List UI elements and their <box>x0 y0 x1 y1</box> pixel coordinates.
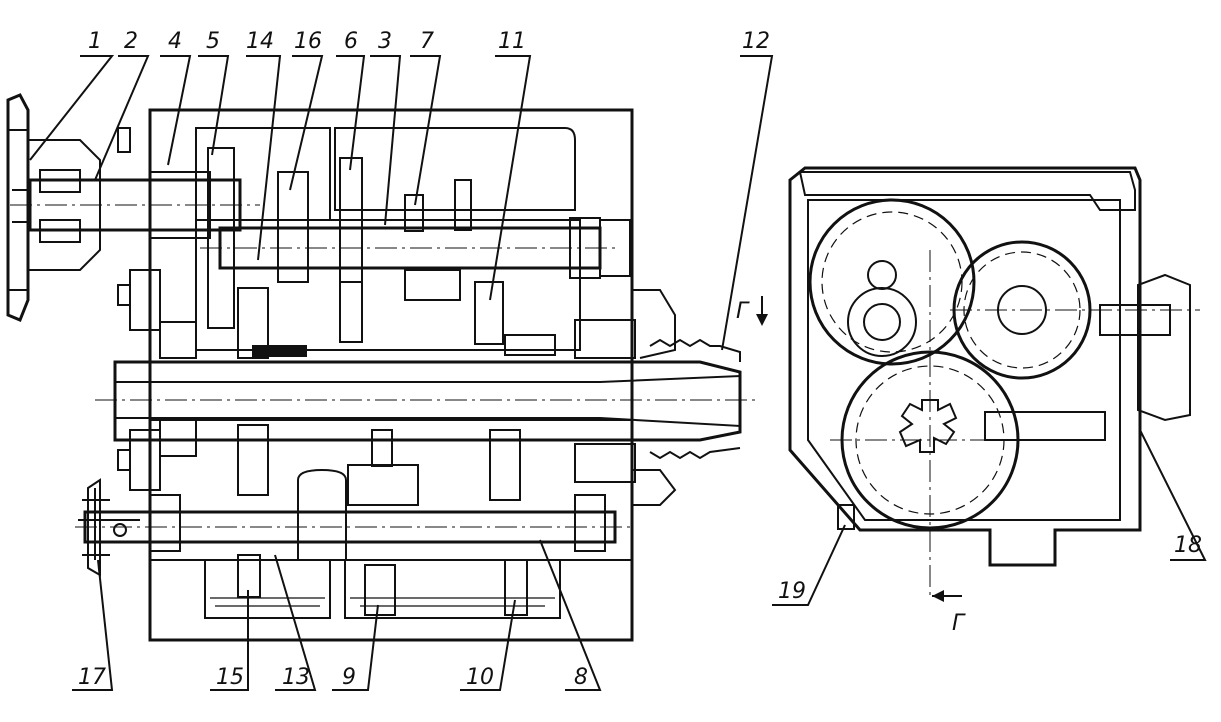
callout-1: 1 <box>88 29 102 54</box>
callout-6: 6 <box>344 29 358 54</box>
leader-lines-bottom <box>72 539 602 691</box>
callout-19: 19 <box>778 579 806 604</box>
callout-2: 2 <box>124 29 138 54</box>
lower-shaft <box>75 478 630 577</box>
rear-bearing <box>129 269 197 491</box>
front-bearing <box>574 289 677 506</box>
callout-9: 9 <box>342 665 356 690</box>
callout-4: 4 <box>168 29 182 54</box>
section-letter-bottom: Г <box>952 611 966 636</box>
section-arrow-top: Г <box>736 296 768 326</box>
housing-body <box>148 108 634 642</box>
callout-12: 12 <box>742 29 770 54</box>
callout-5: 5 <box>206 29 220 54</box>
lower-gear-block <box>237 424 528 616</box>
section-letter-top: Г <box>736 299 750 324</box>
callout-3: 3 <box>378 29 392 54</box>
callout-15: 15 <box>216 665 244 690</box>
callout-17: 17 <box>78 665 106 690</box>
spindle <box>95 338 760 460</box>
shift-lever <box>78 488 140 560</box>
pulley <box>6 93 101 322</box>
upper-gear-block <box>207 147 556 359</box>
section-arrow-bottom: Г <box>932 590 966 636</box>
callout-labels-right: 18 19 <box>778 533 1202 604</box>
callout-7: 7 <box>420 29 434 54</box>
longitudinal-section-view <box>6 93 760 642</box>
input-shaft <box>10 169 260 243</box>
callout-14: 14 <box>246 29 274 54</box>
callout-13: 13 <box>282 665 310 690</box>
bolts <box>117 127 131 471</box>
callout-16: 16 <box>294 29 322 54</box>
end-view-gears <box>808 198 1092 530</box>
callout-11: 11 <box>498 29 526 54</box>
callout-labels-bottom: 17 15 13 9 10 8 <box>78 665 588 690</box>
callout-8: 8 <box>574 665 588 690</box>
callout-labels-top: 1 2 4 5 14 16 6 3 7 11 12 <box>88 29 770 54</box>
end-section-view <box>772 166 1207 606</box>
leader-lines-top <box>29 55 774 351</box>
callout-10: 10 <box>466 665 494 690</box>
intermediate-shaft-upper <box>200 217 631 279</box>
callout-18: 18 <box>1174 533 1202 558</box>
